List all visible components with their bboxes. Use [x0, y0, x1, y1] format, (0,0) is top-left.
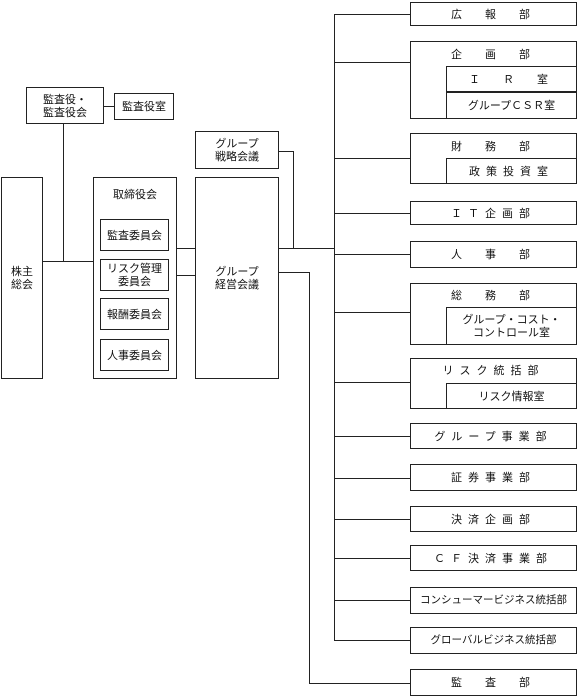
department-tick: [334, 558, 410, 559]
department-tick: [334, 312, 410, 313]
department-tick: [334, 62, 410, 63]
committee-box: [100, 339, 169, 371]
department-box: [410, 627, 577, 654]
department-tick: [334, 14, 410, 15]
department-label: 広 報 部: [451, 7, 536, 21]
department-tick: [334, 600, 410, 601]
department-label: 企 画 部: [451, 47, 536, 61]
committee-box: [100, 219, 169, 251]
department-label: グループ事業部: [434, 429, 553, 443]
department-box: [410, 545, 577, 571]
department-tick: [334, 254, 410, 255]
sub-office-box: [446, 92, 577, 119]
committee-compensation-label: 報酬委員会: [107, 307, 162, 321]
connector-audit-vertical: [309, 272, 310, 683]
department-box: [410, 241, 577, 268]
connector-auditors-vertical: [63, 124, 64, 262]
department-tick: [334, 640, 410, 641]
strategy-box: [195, 131, 279, 169]
department-tick: [334, 519, 410, 520]
department-label: リスク統括部: [442, 363, 545, 377]
department-tick: [334, 478, 410, 479]
sub-office-box: [446, 307, 577, 345]
committee-personnel-label: 人事委員会: [107, 348, 162, 362]
auditors-box: [26, 87, 104, 124]
auditors-label: 監査役・ 監査役会: [43, 92, 87, 119]
auditors-office-label: 監査役室: [122, 100, 166, 113]
department-label: 証券事業部: [451, 471, 536, 484]
department-label: ＩＴ企画部: [451, 206, 536, 220]
audit-department-label: 監 査 部: [451, 676, 536, 689]
audit-department-box: [410, 669, 577, 696]
department-label: 決済企画部: [451, 512, 536, 526]
sub-office-label: リスク情報室: [478, 389, 545, 403]
department-label: ＣＦ決済事業部: [434, 551, 553, 565]
department-spine: [334, 14, 335, 640]
connector-auditors-office: [104, 106, 114, 107]
department-label: 総 務 部: [451, 288, 536, 302]
sub-office-label: 政策投資室: [469, 164, 554, 178]
sub-office-label: グループＣＳＲ室: [467, 99, 556, 112]
board-label: 取締役会: [113, 187, 157, 201]
committee-risk-label: リスク管理 委員会: [107, 262, 162, 288]
shareholders-box: [1, 177, 43, 379]
department-label: 人 事 部: [451, 248, 536, 261]
auditors-office-box: [114, 93, 174, 120]
sub-office-box: [446, 158, 577, 184]
strategy-label: グループ 戦略会議: [215, 137, 259, 163]
department-label: コンシューマービジネス統括部: [420, 594, 567, 606]
department-label: グローバルビジネス統括部: [430, 634, 557, 646]
department-tick: [334, 158, 410, 159]
connector-board-management: [177, 275, 195, 276]
connector-shareholders-board: [43, 261, 93, 262]
management-label: グループ 経営会議: [215, 265, 259, 291]
committee-box: [100, 298, 169, 330]
committee-box: [100, 259, 169, 291]
department-box: [410, 2, 577, 26]
department-tick: [334, 213, 410, 214]
department-box: [410, 506, 577, 532]
connector-strategy-right: [279, 151, 293, 152]
department-box: [410, 423, 577, 449]
connector-to-departments: [279, 248, 334, 249]
department-box: [410, 201, 577, 225]
connector-strategy-down: [293, 151, 294, 248]
management-box: [195, 177, 279, 379]
sub-office-box: [446, 66, 577, 92]
department-tick: [334, 382, 410, 383]
connector-audit-horizontal: [309, 683, 410, 684]
committee-audit-label: 監査委員会: [107, 228, 162, 242]
connector-board-strategy: [177, 248, 195, 249]
connector-management-audit: [279, 272, 309, 273]
sub-office-label: グループ・コスト・ コントロール室: [462, 313, 561, 339]
department-label: 財 務 部: [451, 139, 536, 153]
department-tick: [334, 436, 410, 437]
department-box: [410, 464, 577, 491]
department-box: [410, 587, 577, 614]
sub-office-box: [446, 383, 577, 409]
shareholders-label: 株主 総会: [11, 265, 33, 291]
sub-office-label: Ｉ Ｒ 室: [469, 72, 554, 86]
